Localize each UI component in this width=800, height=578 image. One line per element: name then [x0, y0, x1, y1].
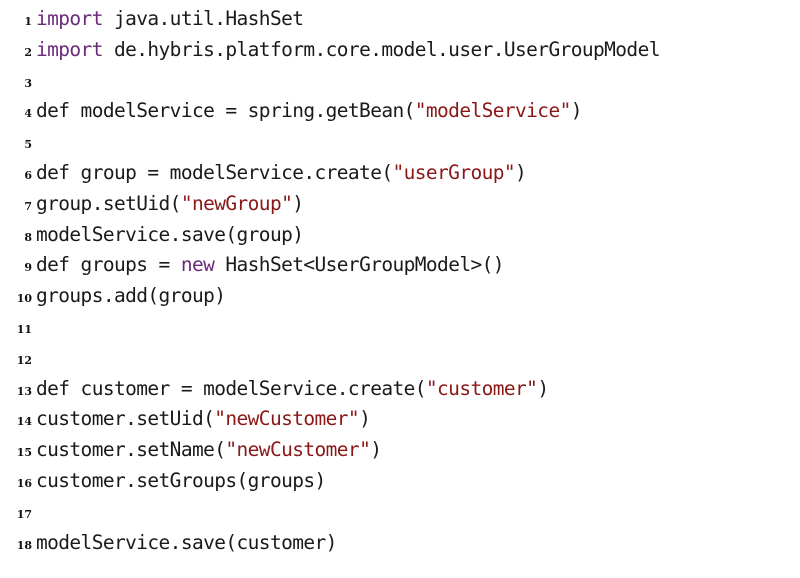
code-token: def groups = [36, 253, 181, 277]
line-number: 16 [16, 477, 32, 490]
line-number: 18 [16, 538, 32, 552]
code-line: 2 import de.hybris.platform.core.model.us… [0, 35, 800, 65]
line-number: 12 [16, 353, 32, 367]
string-token: "customer" [425, 376, 538, 400]
code-token: de.hybris.platform.core.model.user.UserG… [102, 37, 660, 61]
line-code: import java.util.HashSet [36, 4, 304, 34]
line-number: 14 [16, 415, 32, 429]
line-number: 13 [16, 384, 32, 398]
line-code: def group = modelService.create("userGro… [36, 158, 527, 188]
code-line: 13 def customer = modelService.create("cu… [0, 374, 800, 404]
line-code: customer.setUid("newCustomer") [36, 404, 371, 434]
code-token: customer.setGroups(groups) [36, 469, 326, 492]
line-code: customer.setGroups(groups) [36, 466, 326, 496]
line-number: 4 [24, 107, 32, 121]
string-token: "modelService" [414, 99, 572, 123]
line-code: def modelService = spring.getBean("model… [36, 96, 582, 126]
code-line: 7 group.setUid("newGroup") [0, 189, 800, 219]
line-code: modelService.save(group) [36, 220, 304, 250]
keyword-token: new [180, 253, 215, 277]
code-token: modelService.save(group) [36, 222, 304, 246]
code-token: customer.setUid( [36, 407, 215, 431]
code-token: ) [292, 191, 304, 215]
code-token: ) [570, 99, 583, 123]
string-token: "userGroup" [392, 161, 516, 184]
string-token: "newCustomer" [214, 407, 360, 431]
code-token: ) [359, 407, 371, 431]
code-token: modelService.save(customer) [36, 530, 337, 554]
line-code: group.setUid("newGroup") [36, 189, 304, 219]
code-token: HashSet<UserGroupModel>() [214, 253, 504, 277]
line-code: def groups = new HashSet<UserGroupModel>… [36, 250, 504, 280]
line-number: 15 [16, 446, 32, 460]
line-number: 10 [16, 292, 32, 306]
string-token: "newGroup" [180, 191, 293, 215]
code-line: 12 [0, 343, 800, 373]
code-line: 10 groups.add(group) [0, 281, 800, 311]
keyword-token: import [36, 7, 103, 30]
line-number: 6 [24, 169, 32, 182]
line-number: 8 [24, 230, 32, 244]
line-number: 9 [24, 261, 32, 275]
line-number: 3 [24, 76, 32, 90]
code-token: java.util.HashSet [102, 7, 304, 30]
code-line: 14 customer.setUid("newCustomer") [0, 404, 800, 434]
code-line: 8 modelService.save(group) [0, 220, 800, 250]
code-line: 3 [0, 66, 800, 96]
code-token: group.setUid( [36, 191, 181, 215]
line-number: 1 [24, 15, 32, 28]
line-number: 7 [24, 199, 32, 213]
code-line: 5 [0, 127, 800, 157]
code-token: customer.setName( [36, 438, 226, 462]
code-line: 11 [0, 312, 800, 342]
line-number: 11 [16, 323, 32, 336]
code-line: 9 def groups = new HashSet<UserGroupModel… [0, 250, 800, 280]
line-number: 2 [24, 45, 32, 59]
code-token: def modelService = spring.getBean( [36, 99, 415, 123]
code-line: 1 import java.util.HashSet [0, 4, 800, 34]
line-code: modelService.save(customer) [36, 528, 337, 558]
code-line: 17 [0, 497, 800, 527]
code-token: ) [537, 376, 549, 400]
code-line: 16 customer.setGroups(groups) [0, 466, 800, 496]
string-token: "newCustomer" [225, 438, 371, 462]
code-line: 6 def group = modelService.create("userGr… [0, 158, 800, 188]
code-line: 4 def modelService = spring.getBean("mode… [0, 96, 800, 126]
keyword-token: import [36, 37, 103, 61]
line-number: 5 [24, 138, 32, 152]
code-line: 18 modelService.save(customer) [0, 528, 800, 558]
line-number: 17 [16, 507, 32, 521]
line-code: groups.add(group) [36, 281, 226, 311]
line-code: def customer = modelService.create("cust… [36, 374, 549, 404]
code-token: ) [370, 438, 382, 462]
code-token: ) [515, 161, 527, 184]
code-line: 15 customer.setName("newCustomer") [0, 435, 800, 465]
code-token: def customer = modelService.create( [36, 376, 427, 400]
code-token: groups.add(group) [36, 284, 226, 308]
line-code: import de.hybris.platform.core.model.use… [36, 35, 660, 65]
code-token: def group = modelService.create( [36, 161, 393, 184]
line-code: customer.setName("newCustomer") [36, 435, 382, 465]
